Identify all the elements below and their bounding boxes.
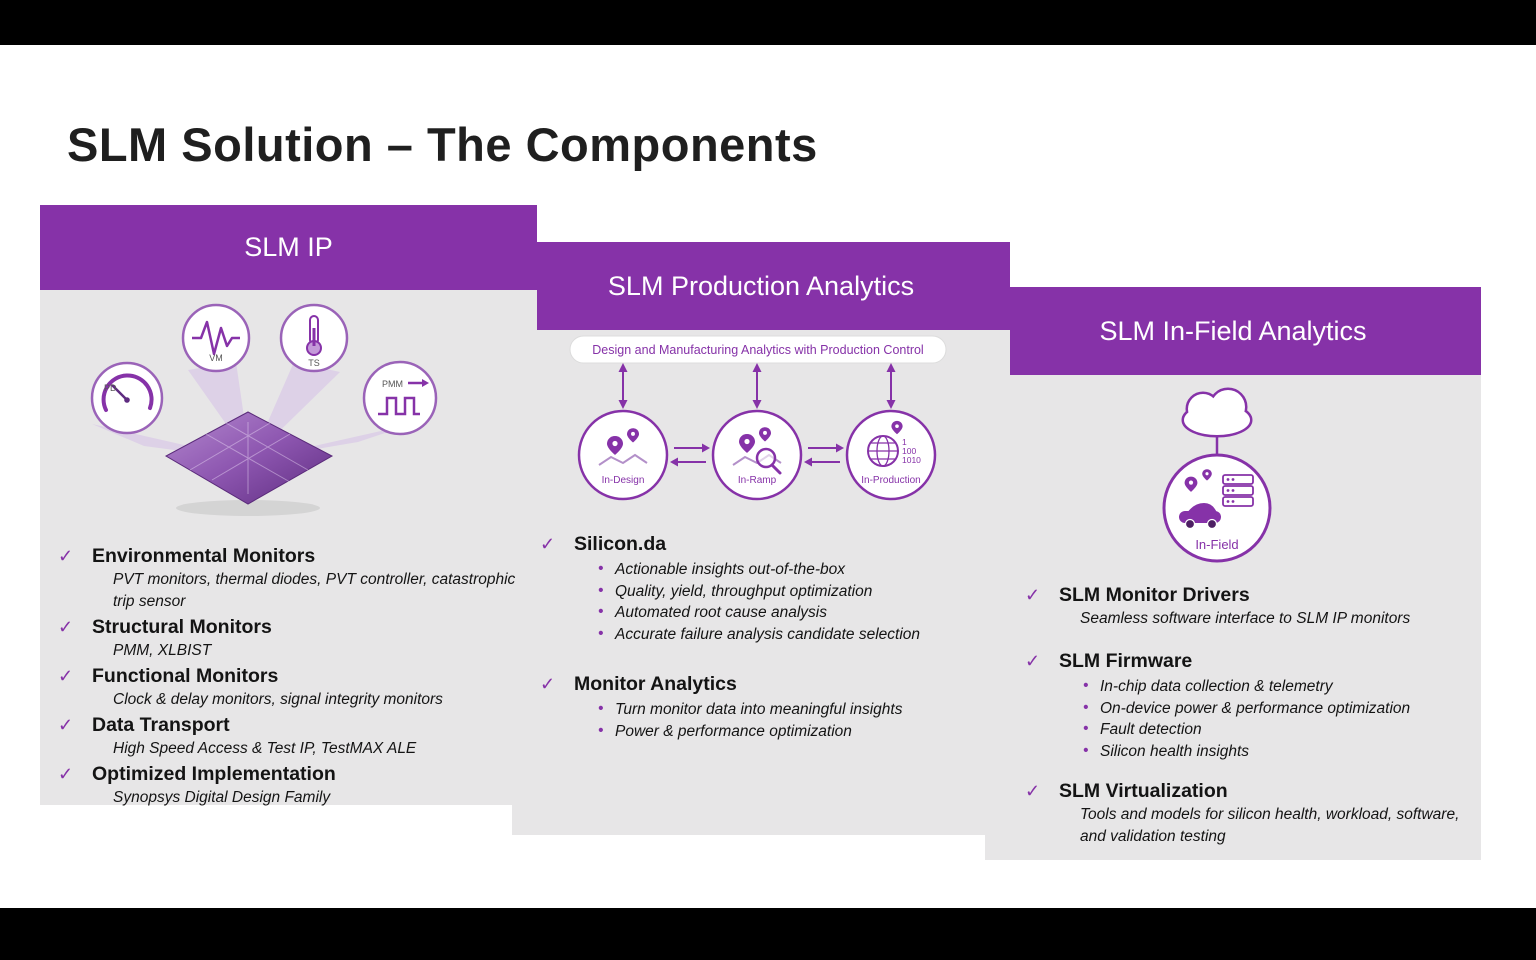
production-banner: Design and Manufacturing Analytics with … <box>569 335 947 364</box>
slm-ip-graphic: PD VM TS <box>90 303 438 516</box>
panel-production-analytics: SLM Production Analytics Design and Manu… <box>512 242 1010 835</box>
item-heading: Functional Monitors <box>92 665 279 687</box>
slide: SLM Solution – The Components SLM IP <box>0 45 1536 908</box>
section-heading: Monitor Analytics <box>574 673 737 695</box>
slm-ip-list: ✓ Environmental Monitors PVT monitors, t… <box>40 535 537 809</box>
check-icon: ✓ <box>540 534 556 554</box>
bullet-item: Silicon health insights <box>1083 740 1467 763</box>
check-icon: ✓ <box>58 764 74 784</box>
panel-infield-body: In-Field ✓ SLM Monitor Drivers Seamless … <box>985 375 1481 860</box>
cloud-icon <box>1181 387 1253 438</box>
svg-text:In-Ramp: In-Ramp <box>738 475 777 486</box>
list-item: ✓ Data Transport High Speed Access & Tes… <box>58 712 525 760</box>
svg-text:Design and Manufacturing Analy: Design and Manufacturing Analytics with … <box>592 343 923 357</box>
item-heading: Environmental Monitors <box>92 545 316 567</box>
section-firmware: ✓ SLM Firmware In-chip data collection &… <box>1025 648 1467 762</box>
bullet-item: On-device power & performance optimizati… <box>1083 697 1467 720</box>
item-heading: Data Transport <box>92 714 230 736</box>
bullet-item: Quality, yield, throughput optimization <box>598 580 1000 603</box>
in-production-icon: 1 100 1010 In-Production <box>845 409 937 501</box>
check-icon: ✓ <box>58 617 74 637</box>
panel-slm-ip-header: SLM IP <box>40 205 537 290</box>
item-sub: Synopsys Digital Design Family <box>113 789 331 806</box>
pmm-monitor-icon: PMM <box>362 360 438 436</box>
letterbox-top <box>0 0 1536 45</box>
item-heading: Structural Monitors <box>92 616 272 638</box>
section-silicon-da: ✓ Silicon.da Actionable insights out-of-… <box>540 531 1000 645</box>
car-icon <box>1179 503 1221 530</box>
svg-text:100: 100 <box>902 446 916 456</box>
chip-icon <box>164 411 334 505</box>
check-icon: ✓ <box>1025 781 1041 801</box>
item-sub: PVT monitors, thermal diodes, PVT contro… <box>113 571 516 610</box>
check-icon: ✓ <box>1025 651 1041 671</box>
svg-text:TS: TS <box>308 358 320 368</box>
check-icon: ✓ <box>58 546 74 566</box>
in-field-icon: In-Field <box>1162 453 1272 563</box>
in-design-icon: In-Design <box>577 409 669 501</box>
infield-sections: ✓ SLM Monitor Drivers Seamless software … <box>985 582 1481 848</box>
svg-text:PD: PD <box>104 383 117 393</box>
section-virtualization: ✓ SLM Virtualization Tools and models fo… <box>1025 778 1467 848</box>
infield-graphic: In-Field <box>1162 387 1272 563</box>
panel-production-body: Design and Manufacturing Analytics with … <box>512 330 1010 835</box>
svg-text:VM: VM <box>209 353 223 363</box>
vm-monitor-icon: VM <box>181 303 251 373</box>
panel-slm-ip-body: PD VM TS <box>40 290 537 806</box>
list-item: ✓ Environmental Monitors PVT monitors, t… <box>58 543 525 613</box>
section-heading: SLM Monitor Drivers <box>1059 584 1250 606</box>
in-ramp-icon: In-Ramp <box>711 409 803 501</box>
panel-production-header: SLM Production Analytics <box>512 242 1010 330</box>
section-heading: SLM Virtualization <box>1059 780 1228 802</box>
bullet-item: Fault detection <box>1083 718 1467 741</box>
panel-infield-analytics: SLM In-Field Analytics <box>985 287 1481 860</box>
bullet-list: Actionable insights out-of-the-box Quali… <box>598 558 1000 646</box>
list-item: ✓ Optimized Implementation Synopsys Digi… <box>58 761 525 809</box>
section-sub: Tools and models for silicon health, wor… <box>1080 806 1460 845</box>
section-monitor-analytics: ✓ Monitor Analytics Turn monitor data in… <box>540 671 1000 742</box>
letterbox-bottom <box>0 908 1536 960</box>
item-heading: Optimized Implementation <box>92 763 336 785</box>
bullet-item: Accurate failure analysis candidate sele… <box>598 623 1000 646</box>
bullet-item: Actionable insights out-of-the-box <box>598 558 1000 581</box>
bullet-item: Power & performance optimization <box>598 720 1000 743</box>
svg-text:1010: 1010 <box>902 455 921 465</box>
item-sub: Clock & delay monitors, signal integrity… <box>113 691 443 708</box>
check-icon: ✓ <box>58 715 74 735</box>
production-sections: ✓ Silicon.da Actionable insights out-of-… <box>512 531 1010 742</box>
bullet-list: Turn monitor data into meaningful insigh… <box>598 698 1000 743</box>
page-title: SLM Solution – The Components <box>67 118 818 171</box>
panel-slm-ip: SLM IP <box>40 205 537 806</box>
svg-text:In-Production: In-Production <box>861 475 920 486</box>
production-flow-graphic: Design and Manufacturing Analytics with … <box>569 335 947 501</box>
section-heading: SLM Firmware <box>1059 650 1193 672</box>
check-icon: ✓ <box>540 674 556 694</box>
exchange-arrows <box>674 447 840 463</box>
svg-text:PMM: PMM <box>382 379 403 389</box>
banner-arrows <box>622 370 892 402</box>
server-icon <box>1222 474 1254 507</box>
bullet-item: In-chip data collection & telemetry <box>1083 675 1467 698</box>
ts-monitor-icon: TS <box>279 303 349 373</box>
bullet-item: Automated root cause analysis <box>598 601 1000 624</box>
check-icon: ✓ <box>58 666 74 686</box>
svg-text:In-Field: In-Field <box>1195 537 1238 552</box>
section-sub: Seamless software interface to SLM IP mo… <box>1080 610 1411 627</box>
list-item: ✓ Structural Monitors PMM, XLBIST <box>58 614 525 662</box>
check-icon: ✓ <box>1025 585 1041 605</box>
section-monitor-drivers: ✓ SLM Monitor Drivers Seamless software … <box>1025 582 1467 630</box>
svg-text:1: 1 <box>902 437 907 447</box>
list-item: ✓ Functional Monitors Clock & delay moni… <box>58 663 525 711</box>
section-heading: Silicon.da <box>574 533 667 555</box>
pd-monitor-icon: PD <box>90 361 164 435</box>
item-sub: High Speed Access & Test IP, TestMAX ALE <box>113 740 417 757</box>
bullet-list: In-chip data collection & telemetry On-d… <box>1083 675 1467 763</box>
bullet-item: Turn monitor data into meaningful insigh… <box>598 698 1000 721</box>
panel-infield-header: SLM In-Field Analytics <box>985 287 1481 375</box>
item-sub: PMM, XLBIST <box>113 642 212 659</box>
svg-text:In-Design: In-Design <box>602 475 645 486</box>
